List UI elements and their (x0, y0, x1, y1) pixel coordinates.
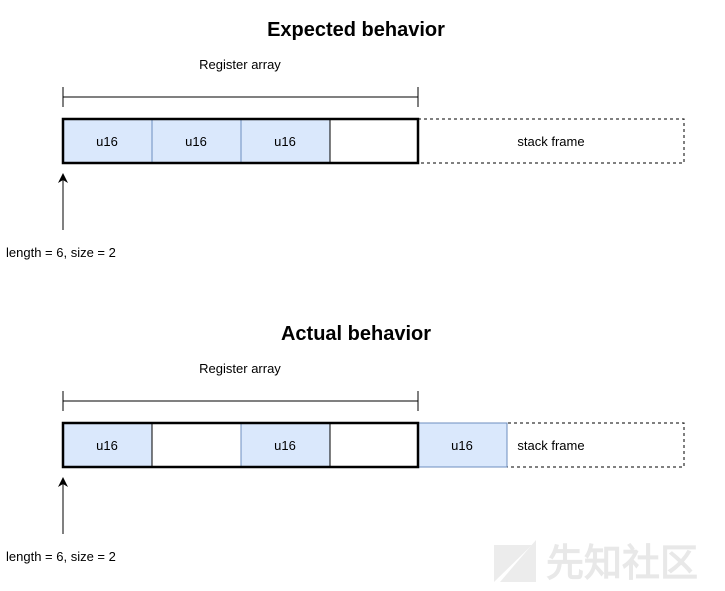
expected-array-label: Register array (199, 57, 281, 72)
expected-section: Expected behavior Register array stack f… (6, 19, 685, 260)
actual-cell-2-label: u16 (274, 438, 296, 453)
actual-stack-frame-cell-label: u16 (451, 438, 473, 453)
expected-cell-0-label: u16 (96, 134, 118, 149)
actual-cell-3 (329, 422, 419, 468)
actual-array-label: Register array (199, 361, 281, 376)
actual-array-outline (61, 421, 420, 469)
actual-title: Actual behavior (281, 323, 431, 345)
actual-stack-frame-cell (417, 422, 508, 468)
actual-cell-0-label: u16 (96, 438, 118, 453)
expected-cell-1-label: u16 (185, 134, 207, 149)
expected-cell-1 (151, 118, 242, 164)
actual-stack-frame-label: stack frame (517, 438, 584, 453)
expected-cell-3 (329, 118, 419, 164)
actual-section: Actual behavior Register array u16 stack… (6, 323, 685, 564)
expected-stack-frame-box (417, 118, 685, 164)
watermark-text: 先知社区 (546, 541, 698, 585)
expected-cell-2 (240, 118, 331, 164)
expected-pointer-label: length = 6, size = 2 (6, 245, 116, 260)
expected-array-outline (61, 117, 420, 165)
actual-cell-1 (151, 422, 242, 468)
actual-array-bracket (62, 391, 419, 411)
expected-title: Expected behavior (267, 19, 445, 41)
expected-stack-frame-label: stack frame (517, 134, 584, 149)
actual-pointer-label: length = 6, size = 2 (6, 549, 116, 564)
expected-array-bracket (62, 87, 419, 107)
watermark-logo-icon (494, 540, 536, 582)
watermark: 先知社区 (494, 540, 698, 585)
expected-cell-2-label: u16 (274, 134, 296, 149)
